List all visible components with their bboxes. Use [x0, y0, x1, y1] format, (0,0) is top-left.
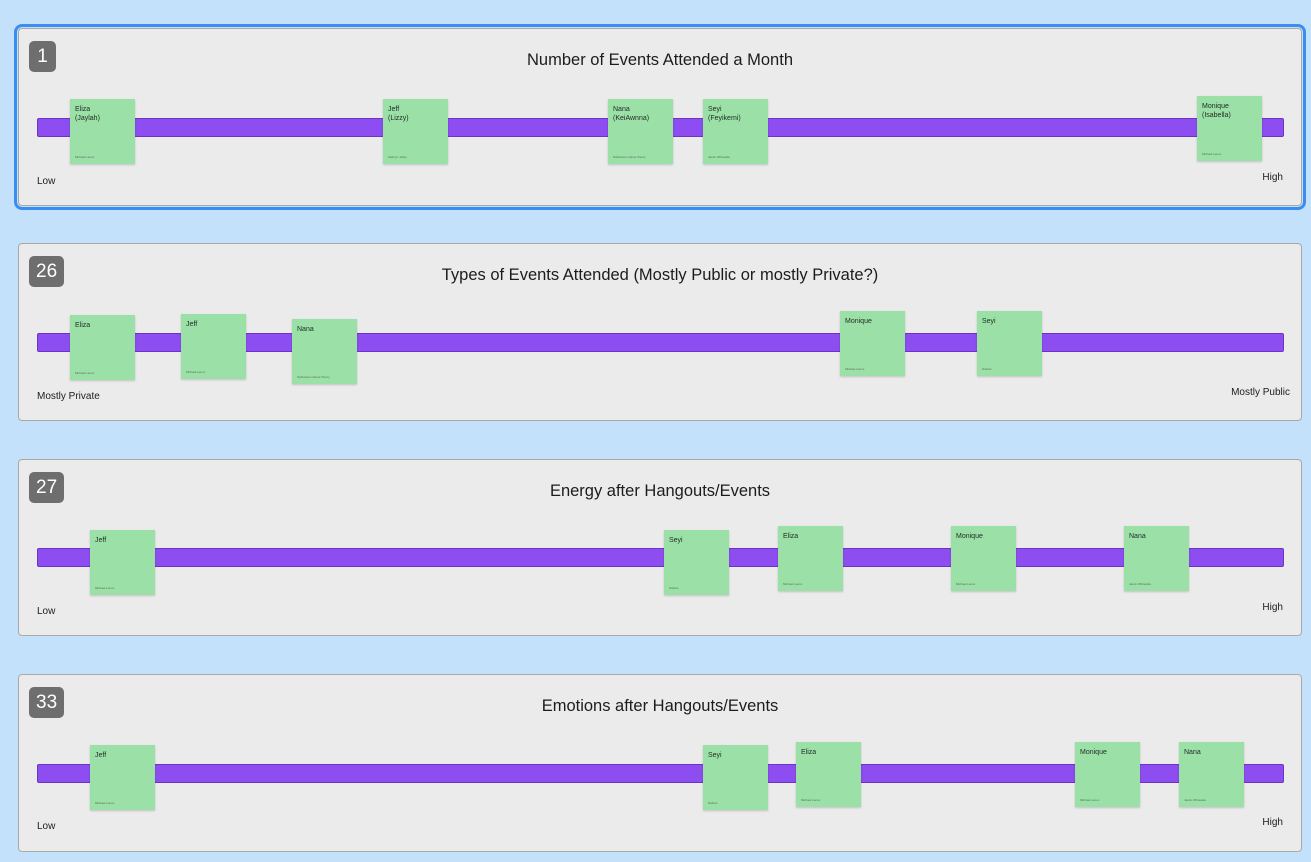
frame-energy[interactable]: 27 Energy after Hangouts/Events Low High… [18, 459, 1302, 636]
frame-title: Emotions after Hangouts/Events [541, 697, 779, 715]
frame-event-types[interactable]: 26 Types of Events Attended (Mostly Publ… [18, 243, 1302, 421]
frame-title: Types of Events Attended (Mostly Public … [441, 266, 879, 284]
note-author: Michael Lenox [783, 582, 803, 586]
sticky-note[interactable]: Eliza (Jaylah) Michael Lenox [70, 99, 135, 164]
frame-emotions[interactable]: 33 Emotions after Hangouts/Events Low Hi… [18, 674, 1302, 852]
note-author: Nathan [669, 586, 679, 590]
note-name: Nana (KeiAwnna) [613, 106, 650, 122]
note-name: Seyi (Feyikemi) [708, 106, 741, 122]
sticky-note[interactable]: Jeff Michael Lenox [90, 530, 155, 595]
note-name: Seyi [669, 537, 683, 544]
note-name: Monique [845, 318, 872, 325]
note-name: Nana [297, 326, 314, 333]
note-name: Monique [956, 533, 983, 540]
high-label: Mostly Public [1231, 387, 1290, 398]
note-author: Michael Lenox [956, 582, 976, 586]
note-author: Jacob Whiteside [708, 155, 731, 159]
sticky-note[interactable]: Monique Michael Lenox [1075, 742, 1140, 807]
sticky-note[interactable]: Seyi Nathan [703, 745, 768, 810]
note-author: Nathan [982, 367, 992, 371]
high-label: High [1262, 602, 1283, 613]
note-name: Jeff [95, 752, 107, 759]
note-name: Monique [1080, 749, 1107, 756]
sticky-note[interactable]: Monique Michael Lenox [951, 526, 1016, 591]
sticky-note[interactable]: Monique (Isabella) Michael Lenox [1197, 96, 1262, 161]
note-name: Jeff (Lizzy) [388, 106, 409, 122]
sticky-note[interactable]: Monique Michael Lenox [840, 311, 905, 376]
note-name: Jeff [95, 537, 107, 544]
sticky-note[interactable]: Jeff Michael Lenox [90, 745, 155, 810]
note-author: Jacob Whiteside [1129, 582, 1152, 586]
note-author: Nathaniel Lindner Piercy [297, 375, 330, 379]
note-author: Nathan [708, 801, 718, 805]
high-label: High [1262, 172, 1283, 183]
sticky-note[interactable]: Nana Nathaniel Lindner Piercy [292, 319, 357, 384]
spectrum-bar [37, 548, 1284, 567]
spectrum-bar [37, 764, 1284, 783]
sticky-note[interactable]: Nana (KeiAwnna) Nathaniel Lindner Piercy [608, 99, 673, 164]
frame-number-badge: 27 [29, 472, 65, 503]
note-name: Eliza [801, 749, 817, 756]
low-label: Low [37, 606, 56, 617]
note-author: Michael Lenox [845, 367, 865, 371]
note-author: Michael Lenox [95, 586, 115, 590]
low-label: Low [37, 176, 56, 187]
sticky-note[interactable]: Eliza Michael Lenox [778, 526, 843, 591]
note-author: Michael Lenox [186, 370, 206, 374]
note-author: Michael Lenox [75, 155, 95, 159]
frame-events-per-month[interactable]: 1 Number of Events Attended a Month Low … [14, 24, 1306, 210]
frame-title: Energy after Hangouts/Events [549, 482, 771, 500]
sticky-note[interactable]: Eliza Michael Lenox [796, 742, 861, 807]
note-name: Seyi [982, 318, 996, 325]
note-name: Eliza [75, 322, 91, 329]
note-name: Jeff [186, 321, 198, 328]
sticky-note[interactable]: Jeff Michael Lenox [181, 314, 246, 379]
low-label: Low [37, 821, 56, 832]
note-author: Michael Lenox [75, 371, 95, 375]
frame-number-badge: 1 [29, 41, 56, 72]
note-author: Kathryn Jolley [388, 155, 407, 159]
note-author: Michael Lenox [1080, 798, 1100, 802]
sticky-note[interactable]: Seyi (Feyikemi) Jacob Whiteside [703, 99, 768, 164]
sticky-note[interactable]: Nana Jacob Whiteside [1124, 526, 1189, 591]
low-label: Mostly Private [37, 391, 100, 402]
frame-title: Number of Events Attended a Month [527, 51, 793, 69]
sticky-note[interactable]: Eliza Michael Lenox [70, 315, 135, 380]
note-author: Michael Lenox [801, 798, 821, 802]
sticky-note[interactable]: Jeff (Lizzy) Kathryn Jolley [383, 99, 448, 164]
frame-number-badge: 26 [29, 256, 65, 287]
note-name: Seyi [708, 752, 722, 759]
note-name: Nana [1184, 749, 1201, 756]
note-name: Eliza (Jaylah) [75, 106, 100, 122]
frame-number-badge: 33 [29, 687, 65, 718]
note-name: Monique (Isabella) [1202, 103, 1231, 119]
note-author: Michael Lenox [1202, 152, 1222, 156]
sticky-note[interactable]: Seyi Nathan [664, 530, 729, 595]
sticky-note[interactable]: Nana Jacob Whiteside [1179, 742, 1244, 807]
sticky-note[interactable]: Seyi Nathan [977, 311, 1042, 376]
note-author: Nathaniel Lindner Piercy [613, 155, 646, 159]
high-label: High [1262, 817, 1283, 828]
note-name: Eliza [783, 533, 799, 540]
note-name: Nana [1129, 533, 1146, 540]
note-author: Jacob Whiteside [1184, 798, 1207, 802]
note-author: Michael Lenox [95, 801, 115, 805]
